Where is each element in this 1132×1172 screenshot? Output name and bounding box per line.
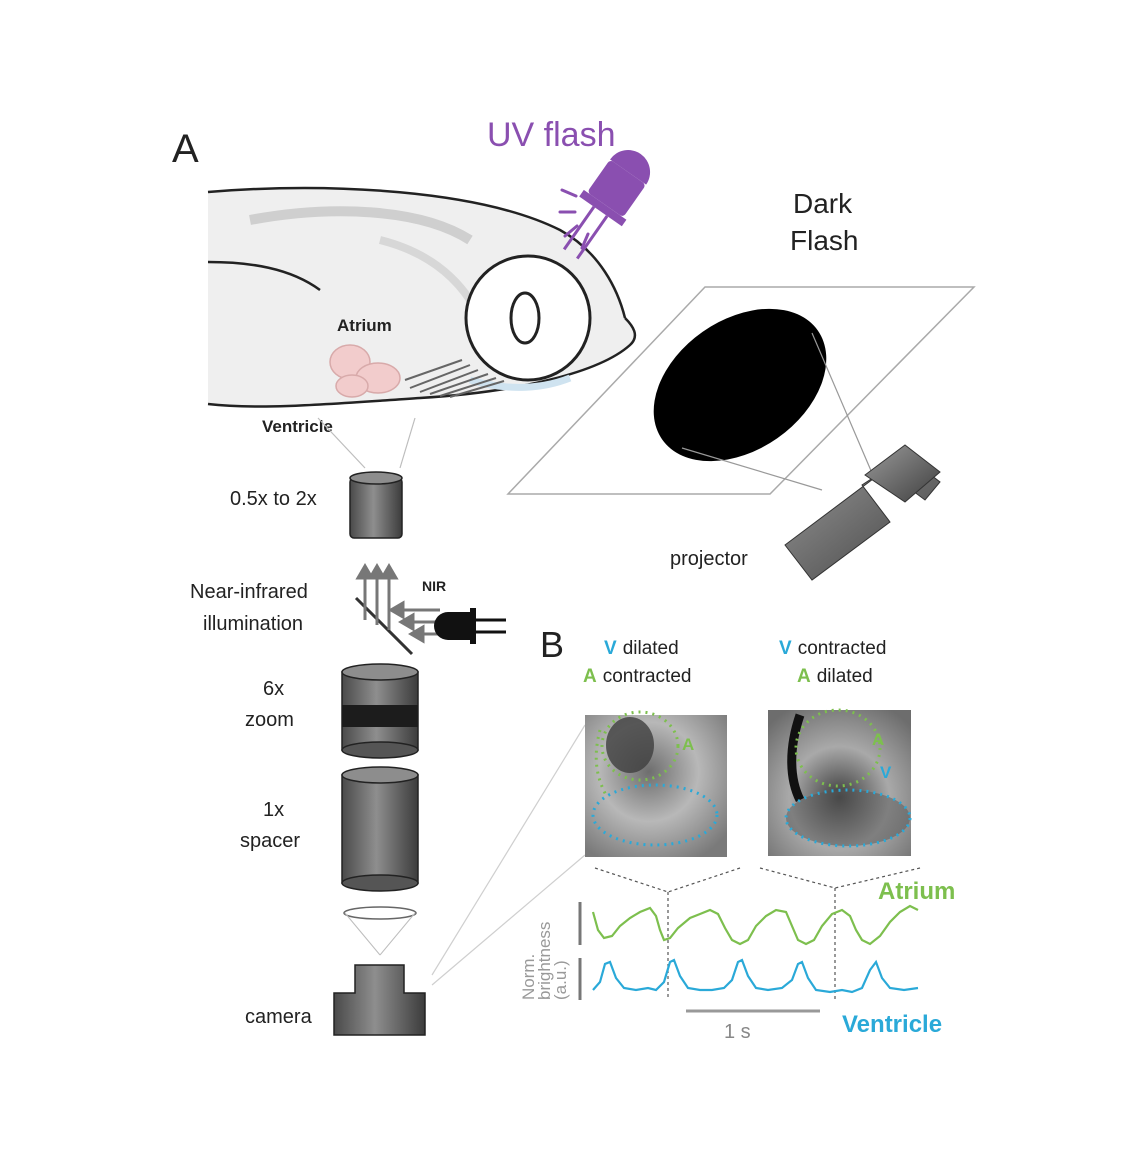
heart-image-left bbox=[585, 710, 727, 857]
nir-short-label: NIR bbox=[422, 578, 446, 594]
left-image-atrium-marker: A bbox=[682, 735, 694, 754]
brightness-traces bbox=[578, 902, 919, 1000]
ventricle-trace bbox=[592, 958, 919, 994]
ventricle-label: Ventricle bbox=[262, 417, 333, 436]
tube-lens bbox=[343, 906, 417, 920]
ylabel-line3: (a.u.) bbox=[551, 960, 570, 1000]
objective-label: 0.5x to 2x bbox=[230, 488, 317, 510]
left-caption-v-letter: V bbox=[604, 638, 617, 659]
right-image-atrium-marker: A bbox=[872, 730, 884, 749]
projector-label: projector bbox=[670, 548, 748, 570]
camera-label: camera bbox=[245, 1006, 313, 1028]
projection-plane bbox=[506, 286, 976, 495]
time-scalebar-label: 1 s bbox=[724, 1021, 751, 1043]
uv-flash-label: UV flash bbox=[487, 116, 616, 154]
right-caption-a-letter: A bbox=[797, 666, 811, 687]
trace-ventricle-label: Ventricle bbox=[842, 1011, 942, 1038]
uv-led-icon bbox=[558, 150, 650, 260]
heart-drawing bbox=[329, 344, 401, 398]
left-caption-a-text: contracted bbox=[603, 666, 692, 687]
dark-flash-spot bbox=[653, 308, 827, 462]
zoom-lens bbox=[341, 663, 419, 759]
right-image-ventricle-marker: V bbox=[880, 763, 892, 782]
atrium-label: Atrium bbox=[337, 316, 392, 335]
atrium-trace bbox=[591, 904, 919, 946]
spacer-label-line1: 1x bbox=[263, 799, 284, 821]
dark-flash-label-line1: Dark bbox=[793, 188, 853, 219]
objective-lens bbox=[349, 471, 403, 539]
image-to-trace-guides bbox=[594, 867, 921, 1000]
zebrafish-larva-drawing bbox=[207, 186, 637, 408]
nir-label-line1: Near-infrared bbox=[190, 581, 308, 603]
camera-icon bbox=[333, 964, 426, 1036]
trace-atrium-label: Atrium bbox=[878, 878, 955, 905]
right-caption-a-text: dilated bbox=[817, 666, 873, 687]
left-caption-a-letter: A bbox=[583, 666, 597, 687]
nir-led-icon bbox=[434, 608, 506, 644]
nir-label-line2: illumination bbox=[203, 613, 303, 635]
panel-b-label: B bbox=[540, 624, 564, 665]
spacer-label-line2: spacer bbox=[240, 830, 300, 852]
panel-a-label: A bbox=[172, 127, 199, 171]
zoom-label-line2: zoom bbox=[245, 709, 294, 731]
trace-y-axis-label: Norm. brightness (a.u.) bbox=[519, 922, 570, 1000]
dark-flash-label-line2: Flash bbox=[790, 225, 858, 256]
projector-icon bbox=[784, 444, 941, 581]
nir-beamsplitter-arrows bbox=[354, 563, 440, 656]
heart-image-right bbox=[768, 708, 912, 856]
right-caption-v-text: contracted bbox=[798, 638, 887, 659]
spacer-tube bbox=[341, 766, 419, 892]
ylabel-line1: Norm. bbox=[519, 954, 538, 1000]
zoom-label-line1: 6x bbox=[263, 678, 284, 700]
left-caption-v-text: dilated bbox=[623, 638, 679, 659]
ylabel-line2: brightness bbox=[535, 922, 554, 1000]
right-caption-v-letter: V bbox=[779, 638, 792, 659]
